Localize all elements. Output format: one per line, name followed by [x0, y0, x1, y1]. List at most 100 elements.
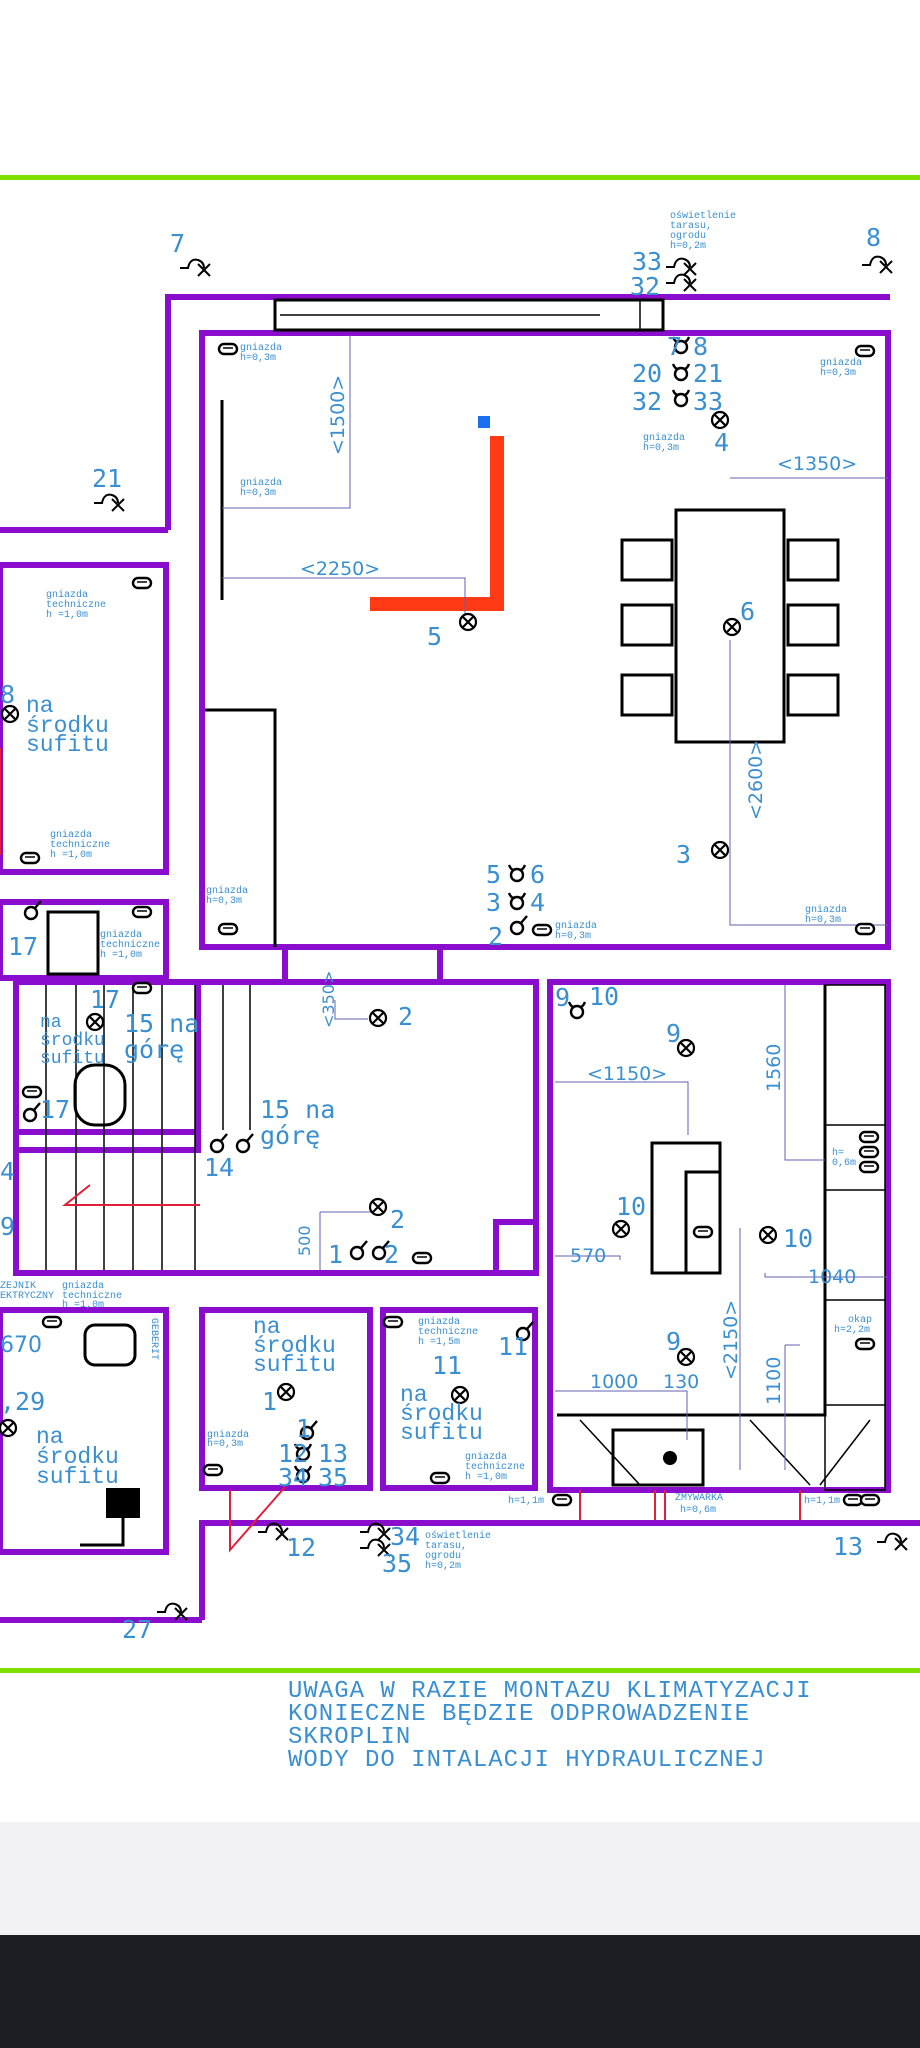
socket-icon — [41, 1315, 63, 1329]
plan-label: gniazda — [240, 477, 282, 489]
plan-label: 2 — [398, 1002, 413, 1031]
plan-label: 1 — [296, 1414, 311, 1443]
plan-label: 500 — [295, 1225, 314, 1256]
plan-label: 670 — [0, 1333, 42, 1358]
plan-label: 11 — [498, 1332, 528, 1361]
dimension-1350: <1350> — [777, 453, 857, 475]
bottom-panel — [0, 1822, 920, 1935]
dimension-lines — [222, 335, 888, 1470]
plan-label: 130 — [663, 1371, 699, 1393]
switch-icon — [507, 891, 527, 911]
lamp-icon — [611, 1219, 631, 1239]
socket-icon — [21, 1085, 43, 1099]
plan-label: 1 — [262, 1387, 277, 1416]
outdoor-lamp-icon — [179, 258, 211, 277]
plan-label: techniczne — [418, 1326, 478, 1338]
dimension-2600: <2600> — [745, 740, 767, 820]
switch-icon — [235, 1132, 255, 1154]
plan-label: SKROPLIN — [288, 1724, 411, 1751]
label-6: 6 — [740, 597, 755, 626]
plan-label: 2 — [488, 922, 503, 951]
plan-label: 13 — [318, 1439, 348, 1468]
lamp-icon — [85, 1012, 105, 1032]
plan-label: 5 — [486, 860, 501, 889]
plan-label: gniazda — [50, 829, 92, 841]
label-27: 27 — [122, 1615, 152, 1644]
plan-label: 32 — [632, 387, 662, 416]
label-7: 7 — [170, 229, 185, 258]
plan-label: gniazda — [62, 1280, 104, 1292]
plan-label: 7 — [667, 332, 682, 361]
lamp-icon — [458, 612, 478, 632]
plan-label: gniazda — [240, 342, 282, 354]
plan-label: 0,6m — [832, 1158, 856, 1169]
socket-icon — [131, 576, 153, 590]
lamp-icon — [710, 840, 730, 860]
socket-icon — [19, 851, 41, 865]
hall-labels: 17 17 17 15 na górę 15 na górę 14 4 9 na… — [0, 932, 413, 1269]
plan-label: techniczne — [50, 839, 110, 851]
plan-label: h=0,6m — [680, 1504, 716, 1516]
system-navigation-bar — [0, 1935, 920, 2048]
plan-label: 9 — [0, 1212, 15, 1241]
plan-label: <350> — [319, 971, 338, 1028]
plan-label: h =1,0m — [46, 609, 88, 621]
plan-label: KONIECZNE BĘDZIE ODPROWADZENIE — [288, 1701, 750, 1728]
plan-label: 1040 — [808, 1266, 856, 1288]
plan-label: 3 — [486, 888, 501, 917]
plan-label: 9 — [555, 983, 570, 1012]
switch-icon — [349, 1239, 369, 1261]
label-3: 3 — [676, 840, 691, 869]
plan-label: sufitu — [400, 1420, 483, 1446]
switch-icon — [671, 362, 691, 382]
label-4: 4 — [714, 428, 729, 457]
plan-label: na — [40, 1013, 62, 1033]
socket-icon — [411, 1251, 433, 1265]
socket-icon — [551, 1493, 573, 1507]
top-border-line — [0, 175, 920, 180]
plan-label: GEBERIT — [148, 1318, 159, 1360]
plan-label: 9 — [666, 1327, 681, 1356]
plan-label: h =1,0m — [50, 849, 92, 861]
plan-label: h=1,1m — [508, 1495, 544, 1507]
plan-label: UWAGA W RAZIE MONTAZU KLIMATYZACJI — [288, 1678, 812, 1705]
plan-label: <2150> — [720, 1300, 742, 1380]
outdoor-lamp-icon — [665, 257, 697, 276]
plan-label: środku — [253, 1333, 336, 1359]
plan-label: gniazda — [100, 929, 142, 941]
plan-label: h =1,0m — [62, 1299, 104, 1311]
plan-label: sufitu — [253, 1352, 336, 1378]
plan-label: h =1,0m — [100, 949, 142, 961]
plan-label: 4 — [0, 1157, 15, 1186]
plan-label: h=0,3m — [207, 1438, 243, 1450]
outdoor-lamp-icon — [861, 255, 893, 274]
plan-label: środku — [40, 1031, 105, 1051]
socket-icon — [859, 1493, 881, 1507]
plan-label: 33 — [693, 387, 723, 416]
label-32: 32 — [630, 272, 660, 301]
lamp-icon — [758, 1225, 778, 1245]
lamp-icon — [368, 1197, 388, 1217]
plan-label: 10 — [783, 1224, 813, 1253]
plan-label: 1000 — [590, 1371, 638, 1393]
plan-label: 17 — [40, 1095, 70, 1124]
plan-label: 1100 — [763, 1357, 785, 1405]
label-35: 35 — [382, 1549, 412, 1578]
plan-label: <1150> — [587, 1063, 667, 1085]
plan-label: 9 — [666, 1019, 681, 1048]
plan-label: techniczne — [465, 1461, 525, 1473]
label-8: 8 — [866, 223, 881, 252]
switch-icon — [507, 863, 527, 883]
switch-icon — [567, 1000, 587, 1020]
plan-label: 12 — [278, 1439, 308, 1468]
label-21: 21 — [92, 464, 122, 493]
plan-label: h =1,5m — [418, 1336, 460, 1348]
label-12: 12 — [286, 1533, 316, 1562]
plan-label: techniczne — [100, 939, 160, 951]
outdoor-lamp-icon — [876, 1532, 908, 1551]
plan-label: WODY DO INTALACJI HYDRAULICZNEJ — [288, 1747, 765, 1774]
socket-icon — [854, 344, 876, 358]
plan-label: 34 — [278, 1463, 308, 1492]
kitchen-labels: 9 10 9 9 10 10 <1150> 1560 570 1040 <215… — [508, 982, 872, 1516]
